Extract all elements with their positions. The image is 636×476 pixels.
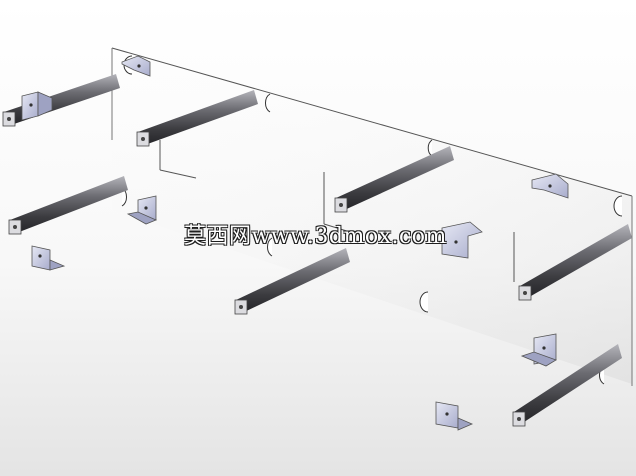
extrusion-profile	[512, 344, 622, 427]
watermark-text: 莫西网www.3dmox.com	[184, 224, 447, 249]
extrusion-profile	[334, 146, 454, 213]
angle-bracket	[31, 245, 66, 271]
angle-bracket	[21, 91, 53, 121]
angle-bracket	[520, 333, 557, 367]
angle-bracket	[435, 401, 474, 431]
angle-bracket	[126, 195, 158, 225]
angle-bracket	[441, 221, 483, 259]
extrusion-profile	[518, 224, 632, 301]
extrusion-profile	[8, 176, 128, 235]
extrusion-profile	[2, 74, 120, 127]
extrusion-profile	[136, 90, 258, 147]
transparent-panel	[111, 47, 633, 386]
extrusion-profile	[234, 248, 350, 315]
angle-bracket	[121, 55, 151, 77]
angle-bracket	[531, 173, 569, 199]
